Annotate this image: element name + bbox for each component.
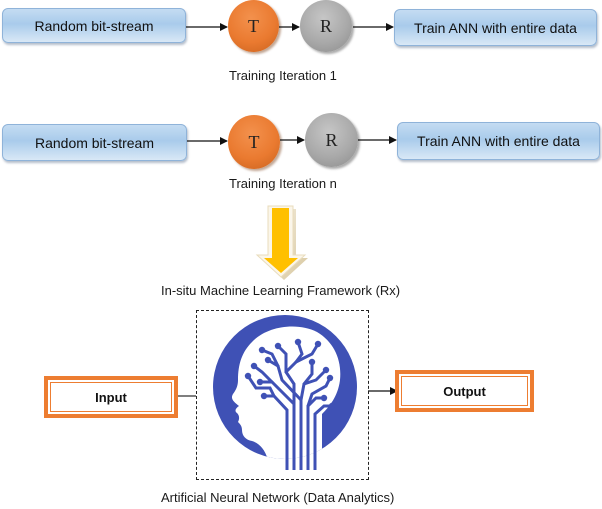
node-r-label-1: R [319, 15, 332, 36]
train-ann-box-2: Train ANN with entire data [397, 122, 600, 160]
node-t-2: T [228, 115, 280, 169]
random-bitstream-box-2: Random bit-stream [2, 124, 187, 161]
train-ann-label-1: Train ANN with entire data [414, 19, 577, 36]
down-arrow-icon [255, 205, 308, 280]
input-box: Input [44, 376, 178, 418]
random-bitstream-label-1: Random bit-stream [34, 17, 154, 34]
random-bitstream-box-1: Random bit-stream [2, 8, 186, 43]
train-ann-label-2: Train ANN with entire data [417, 133, 580, 149]
node-r-label-2: R [325, 129, 338, 150]
framework-caption: In-situ Machine Learning Framework (Rx) [161, 283, 401, 298]
training-iteration-n-caption: Training Iteration n [229, 176, 337, 191]
ann-caption: Artificial Neural Network (Data Analytic… [161, 490, 395, 505]
ann-container [196, 310, 369, 480]
node-r-2: R [305, 113, 358, 167]
brain-circuit-head-icon [213, 315, 357, 470]
node-t-1: T [228, 0, 279, 52]
input-label: Input [95, 389, 127, 405]
train-ann-box-1: Train ANN with entire data [394, 9, 597, 46]
node-t-label-1: T [248, 15, 259, 36]
output-label: Output [443, 383, 486, 399]
node-r-1: R [300, 0, 352, 52]
random-bitstream-label-2: Random bit-stream [34, 134, 155, 151]
node-t-label-2: T [248, 131, 260, 152]
output-box: Output [395, 370, 534, 412]
training-iteration-1-caption: Training Iteration 1 [229, 68, 337, 83]
